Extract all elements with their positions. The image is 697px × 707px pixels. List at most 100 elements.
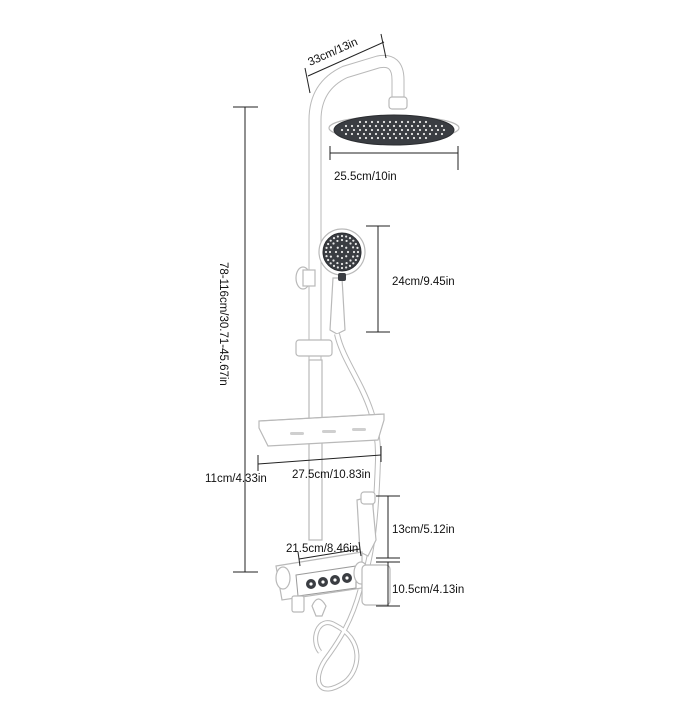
hand-nozzle	[348, 237, 352, 240]
slider-holder	[295, 339, 333, 357]
mixer-button-dot	[321, 580, 325, 584]
hand-nozzle	[348, 264, 352, 267]
rain-nozzle	[364, 136, 368, 140]
hand-nozzle	[327, 258, 330, 262]
hand-nozzle	[340, 234, 344, 238]
hand-nozzle	[329, 255, 333, 258]
hand-nozzle	[349, 259, 352, 262]
rain-nozzle	[376, 128, 380, 132]
hand-nozzle	[336, 239, 339, 243]
tub-spout	[356, 491, 377, 557]
rain-nozzle	[346, 128, 350, 132]
rain-nozzle	[412, 128, 416, 132]
rain-nozzle	[350, 132, 354, 136]
arm-connector	[388, 96, 408, 110]
hand-nozzle	[356, 255, 359, 258]
rain-nozzle	[364, 120, 368, 124]
dimension-hand-shower	[366, 225, 390, 333]
rain-nozzle	[404, 124, 408, 128]
hand-nozzle	[354, 258, 357, 262]
rain-nozzle	[388, 136, 392, 140]
hand-nozzle	[332, 264, 336, 267]
dimension-head-diameter	[329, 146, 459, 170]
rain-nozzle	[356, 124, 360, 128]
hand-nozzle	[329, 246, 333, 249]
rain-nozzle	[380, 132, 384, 136]
rain-nozzle	[368, 124, 372, 128]
hand-nozzle	[334, 250, 338, 254]
rain-nozzle	[344, 124, 348, 128]
dimension-total-height	[233, 106, 258, 573]
hand-nozzle	[340, 256, 344, 260]
rain-nozzle	[410, 124, 414, 128]
hand-nozzle	[352, 239, 355, 242]
hand-nozzle	[351, 255, 355, 258]
hand-nozzle	[352, 250, 356, 254]
hand-nozzle	[324, 250, 328, 254]
hand-nozzle	[345, 235, 348, 238]
push-buttons-icon	[306, 573, 352, 589]
rain-nozzle	[392, 124, 396, 128]
hand-nozzle	[345, 239, 348, 243]
rain-nozzle	[392, 132, 396, 136]
label-total-height: 78-116cm/30.71-45.67in	[217, 262, 229, 386]
hand-nozzle	[345, 246, 348, 249]
rain-nozzle	[422, 124, 426, 128]
hand-nozzle	[354, 242, 357, 246]
rain-nozzle	[370, 128, 374, 132]
rain-nozzle	[350, 124, 354, 128]
rain-nozzle	[364, 128, 368, 132]
hand-nozzle	[329, 239, 332, 242]
hand-nozzle	[340, 238, 344, 242]
hand-nozzle	[325, 255, 328, 258]
hand-nozzle	[336, 255, 339, 258]
label-head-diameter: 25.5cm/10in	[334, 171, 397, 183]
hand-nozzle	[340, 266, 344, 270]
rain-nozzle	[400, 128, 404, 132]
hand-nozzle	[352, 262, 355, 265]
rain-nozzle	[362, 124, 366, 128]
hand-nozzle	[332, 259, 335, 262]
hand-nozzle	[336, 246, 339, 249]
hand-shower-nozzles	[324, 234, 360, 270]
rain-nozzle	[424, 120, 428, 124]
rain-nozzle	[416, 132, 420, 136]
dimension-mixer-height	[376, 561, 400, 607]
lower-outlet	[291, 564, 391, 617]
rain-nozzle	[394, 128, 398, 132]
label-spout-height: 13cm/5.12in	[392, 524, 455, 536]
riser-rail	[308, 359, 323, 541]
rain-head-nozzles	[340, 120, 446, 140]
rain-nozzle	[428, 124, 432, 128]
rain-nozzle	[358, 120, 362, 124]
dimension-labels: 33cm/13in 25.5cm/10in 24cm/9.45in 78-116…	[205, 36, 464, 596]
rain-nozzle	[440, 132, 444, 136]
rain-nozzle	[394, 136, 398, 140]
hand-nozzle	[345, 266, 348, 269]
rain-nozzle	[418, 136, 422, 140]
rain-nozzle	[382, 136, 386, 140]
rain-nozzle	[344, 132, 348, 136]
rain-nozzle	[436, 128, 440, 132]
hand-nozzle	[346, 250, 350, 254]
rain-nozzle	[418, 120, 422, 124]
dimension-overhead-arm	[304, 33, 387, 94]
hand-nozzle	[329, 262, 332, 265]
dimension-shelf-width	[257, 446, 382, 471]
rain-nozzle	[370, 120, 374, 124]
hand-shower-handle	[329, 277, 346, 335]
rain-nozzle	[404, 132, 408, 136]
rain-nozzle	[374, 124, 378, 128]
rain-nozzle	[386, 132, 390, 136]
rain-nozzle	[406, 128, 410, 132]
rain-nozzle	[352, 128, 356, 132]
rain-nozzle	[422, 132, 426, 136]
rain-nozzle	[388, 128, 392, 132]
mixer-button-dot	[333, 578, 337, 582]
rain-nozzle	[388, 120, 392, 124]
hand-nozzle	[345, 261, 348, 265]
mixer-button-dot	[345, 576, 349, 580]
overhead-arm	[308, 54, 405, 367]
